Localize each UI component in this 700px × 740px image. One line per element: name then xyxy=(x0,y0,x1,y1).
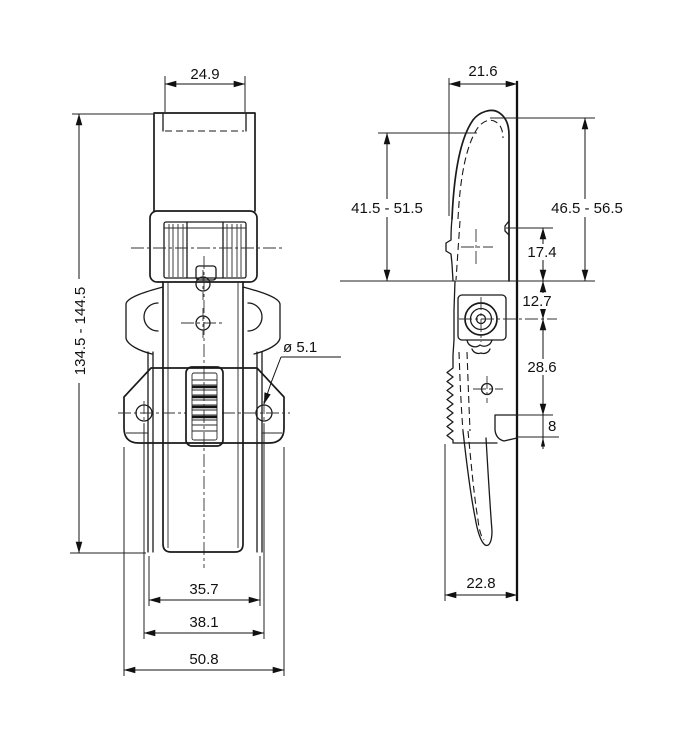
spring-window xyxy=(185,366,224,447)
dim-pivot-drop: 12.7 xyxy=(522,293,551,310)
roller-bars xyxy=(168,224,242,277)
side-view xyxy=(445,80,519,602)
blade-left-edge-tab xyxy=(445,218,454,282)
dim-foot-gap: 8 xyxy=(548,418,556,435)
dim-slide-width: 35.7 xyxy=(189,581,218,598)
dim-overall-range: 46.5 - 56.5 xyxy=(551,200,623,217)
dim-top-depth: 21.6 xyxy=(468,63,497,80)
handle-outline xyxy=(153,112,256,212)
spring-rungs xyxy=(192,379,217,432)
catch-crosshair xyxy=(461,229,493,267)
extension-lines-side xyxy=(340,78,595,601)
channel-edges xyxy=(147,351,263,553)
roller-window xyxy=(163,221,247,279)
rivet-hole-crosshair xyxy=(473,376,503,403)
lever-blade-hidden-edge xyxy=(457,119,504,220)
side-view-dimensions: 21.6 41.5 - 51.5 46.5 - 56.5 17.4 12.7 2… xyxy=(340,63,627,601)
blade-hidden-edge-upper xyxy=(455,220,461,281)
spring-coil-rungs xyxy=(192,385,217,419)
ratchet-teeth xyxy=(446,280,498,444)
front-view xyxy=(118,112,290,568)
dim-lower-span: 28.6 xyxy=(527,359,556,376)
hole-centerlines xyxy=(118,401,290,425)
foot-gap-arrow-bottom xyxy=(540,437,546,447)
lever-blade-outline xyxy=(451,109,510,282)
flange-right-curl xyxy=(247,302,263,332)
base-plate xyxy=(123,367,285,444)
catch-step-notch xyxy=(504,220,510,236)
rivet-centerlines xyxy=(181,270,225,338)
slide-body xyxy=(162,281,244,553)
pivot-housing xyxy=(457,294,507,341)
dim-height-range: 134.5 - 144.5 xyxy=(72,287,89,375)
bracket-foot xyxy=(494,414,518,442)
dim-height-range-group: 134.5 - 144.5 xyxy=(70,279,89,383)
roller-center-edges xyxy=(186,221,224,279)
spring-end-scallops xyxy=(466,339,493,355)
center-tab xyxy=(195,265,217,281)
latch-housing xyxy=(149,210,258,283)
dim-top-width: 24.9 xyxy=(190,66,219,83)
dim-hook-range: 41.5 - 51.5 xyxy=(351,200,423,217)
flange-right xyxy=(242,286,281,355)
dim-hole-diameter: ø 5.1 xyxy=(283,339,317,356)
extension-lines-front xyxy=(70,76,285,676)
foot-gap-arrow-top xyxy=(540,405,546,415)
leader-line-hole xyxy=(263,356,282,405)
flange-left xyxy=(125,286,164,355)
dim-catch-depth: 17.4 xyxy=(527,244,556,261)
hook-blade-hidden-edges xyxy=(458,351,485,541)
slide-body-inner-edges xyxy=(167,282,239,548)
front-view-dimensions: 24.9 134.5 - 144.5 ø 5.1 35.7 38.1 50.8 xyxy=(70,66,341,676)
flange-left-curl xyxy=(143,302,159,332)
hook-blade xyxy=(462,430,493,547)
dim-hole-spacing: 38.1 xyxy=(189,614,218,631)
dim-base-width: 50.8 xyxy=(189,651,218,668)
handle-lip xyxy=(162,113,247,132)
dim-base-depth: 22.8 xyxy=(466,575,495,592)
